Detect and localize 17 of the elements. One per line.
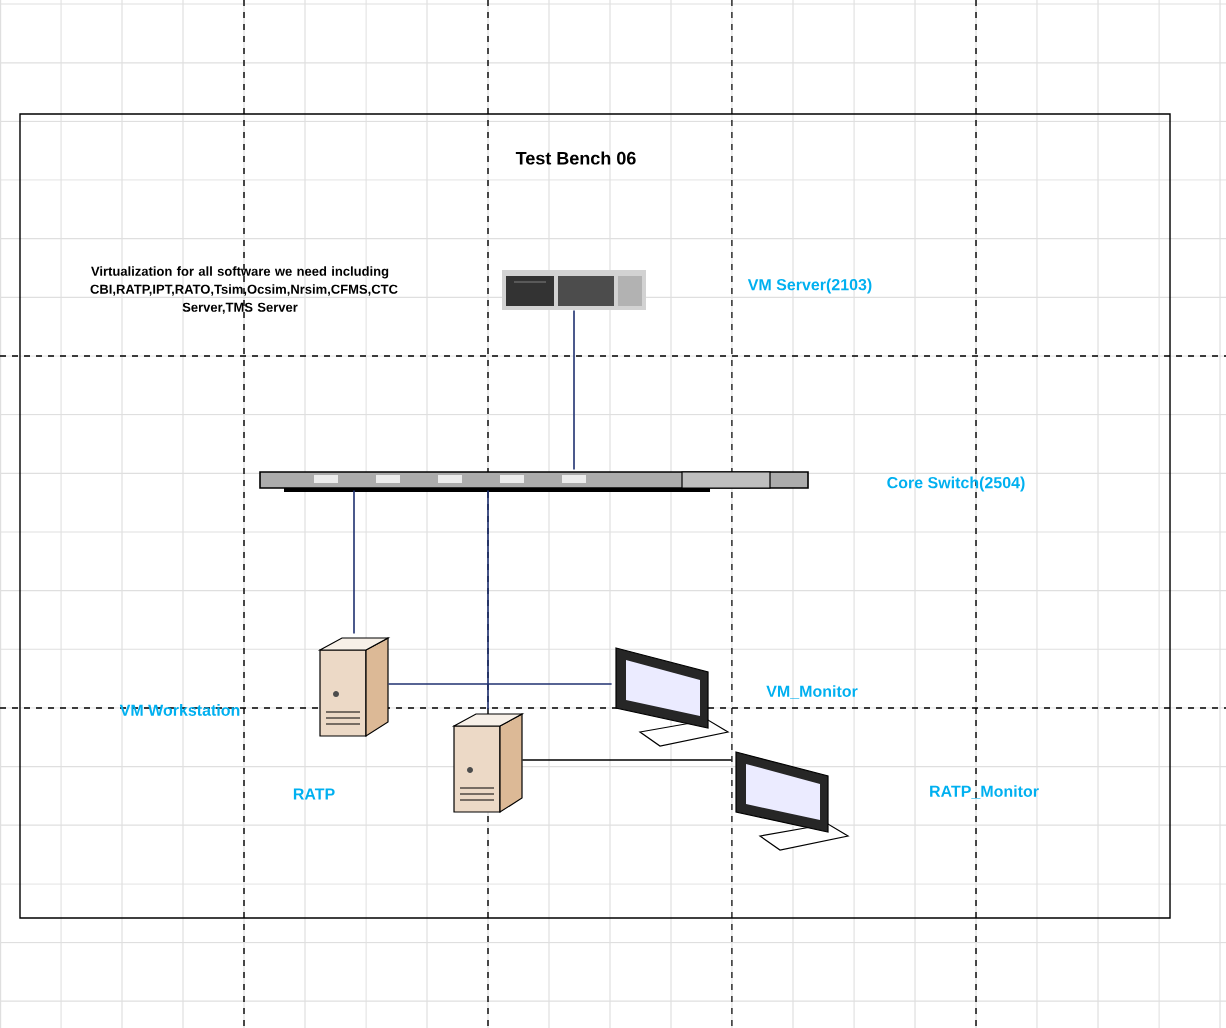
device-label: Core Switch(2504) bbox=[887, 476, 1025, 492]
connector-line bbox=[487, 489, 489, 711]
connector-line bbox=[521, 759, 733, 761]
device-label: VM_Monitor bbox=[766, 685, 858, 699]
connector-line bbox=[353, 489, 355, 635]
connector-line bbox=[573, 309, 575, 471]
device-label: VM Workstation bbox=[119, 704, 240, 716]
server-drawing bbox=[502, 270, 646, 310]
switch-drawing bbox=[259, 471, 809, 492]
title: Test Bench 06 bbox=[515, 151, 636, 165]
device-label: RATP_Monitor bbox=[930, 785, 1039, 799]
frame-box bbox=[19, 113, 1171, 919]
connector-line bbox=[387, 683, 613, 685]
device-label: VM Server(2103) bbox=[747, 278, 872, 294]
device-label: RATP bbox=[293, 788, 335, 800]
monitor-drawing bbox=[735, 751, 850, 851]
monitor-drawing bbox=[615, 647, 730, 747]
